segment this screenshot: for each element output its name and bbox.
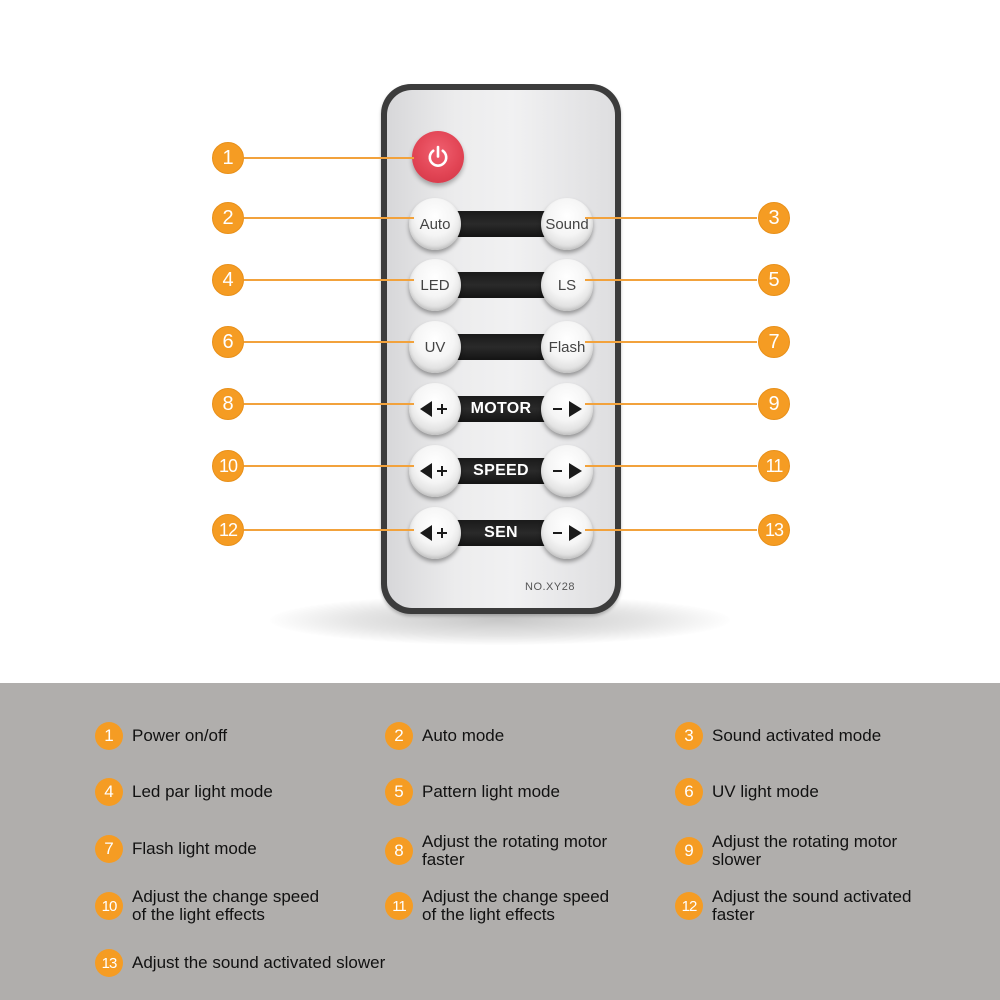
remote-control: Auto Sound LED LS UV Flash MOTOR <box>381 84 621 614</box>
legend-item-4: 4 Led par light mode <box>95 778 273 806</box>
speed-minus-button[interactable] <box>541 445 593 497</box>
sen-label: SEN <box>484 524 518 541</box>
callout-number-8: 8 <box>212 388 244 420</box>
callout-line-10 <box>244 465 414 467</box>
legend-item-13: 13 Adjust the sound activated slower <box>95 949 385 977</box>
power-icon <box>428 145 448 167</box>
callout-line-4 <box>244 279 414 281</box>
bar-row-auto-sound <box>446 211 556 237</box>
minus-right-arrow-icon <box>553 401 582 417</box>
callout-number-10: 10 <box>212 450 244 482</box>
model-label: NO.XY28 <box>525 581 575 593</box>
callout-line-9 <box>585 403 757 405</box>
callout-line-12 <box>244 529 414 531</box>
legend-number-9: 9 <box>675 837 703 865</box>
callout-number-9: 9 <box>758 388 790 420</box>
sound-button[interactable]: Sound <box>541 198 593 250</box>
callout-number-5: 5 <box>758 264 790 296</box>
callout-line-6 <box>244 341 414 343</box>
legend-item-6: 6 UV light mode <box>675 778 819 806</box>
callout-line-8 <box>244 403 414 405</box>
legend-number-13: 13 <box>95 949 123 977</box>
callout-number-3: 3 <box>758 202 790 234</box>
auto-button[interactable]: Auto <box>409 198 461 250</box>
legend-text-6: UV light mode <box>712 782 819 801</box>
legend-panel: 1 Power on/off 2 Auto mode 3 Sound activ… <box>0 683 1000 1000</box>
legend-text-7: Flash light mode <box>132 839 257 858</box>
power-button[interactable] <box>412 131 464 183</box>
flash-button[interactable]: Flash <box>541 321 593 373</box>
callout-number-7: 7 <box>758 326 790 358</box>
callout-number-6: 6 <box>212 326 244 358</box>
motor-plus-button[interactable] <box>409 383 461 435</box>
callout-line-5 <box>585 279 757 281</box>
left-arrow-plus-icon <box>420 401 447 417</box>
legend-number-2: 2 <box>385 722 413 750</box>
callout-line-2 <box>244 217 414 219</box>
legend-text-10: Adjust the change speed of the light eff… <box>132 887 320 924</box>
left-arrow-plus-icon <box>420 525 447 541</box>
legend-text-8: Adjust the rotating motor faster <box>422 832 608 869</box>
left-arrow-plus-icon <box>420 463 447 479</box>
legend-number-1: 1 <box>95 722 123 750</box>
legend-text-11: Adjust the change speed of the light eff… <box>422 887 610 924</box>
legend-number-6: 6 <box>675 778 703 806</box>
legend-item-2: 2 Auto mode <box>385 722 504 750</box>
legend-number-10: 10 <box>95 892 123 920</box>
callout-number-4: 4 <box>212 264 244 296</box>
legend-text-13: Adjust the sound activated slower <box>132 953 386 972</box>
callout-line-7 <box>585 341 757 343</box>
speed-bar: SPEED <box>446 458 556 484</box>
callout-number-11: 11 <box>758 450 790 482</box>
sen-bar: SEN <box>446 520 556 546</box>
uv-button[interactable]: UV <box>409 321 461 373</box>
legend-item-7: 7 Flash light mode <box>95 835 257 863</box>
bar-row-led-ls <box>446 272 556 298</box>
legend-number-4: 4 <box>95 778 123 806</box>
speed-plus-button[interactable] <box>409 445 461 497</box>
sen-minus-button[interactable] <box>541 507 593 559</box>
legend-number-12: 12 <box>675 892 703 920</box>
legend-item-1: 1 Power on/off <box>95 722 227 750</box>
legend-text-1: Power on/off <box>132 726 228 745</box>
legend-text-4: Led par light mode <box>132 782 273 801</box>
legend-number-3: 3 <box>675 722 703 750</box>
legend-text-5: Pattern light mode <box>422 782 560 801</box>
minus-right-arrow-icon <box>553 525 582 541</box>
legend-number-5: 5 <box>385 778 413 806</box>
legend-item-11: 11 Adjust the change speed of the light … <box>385 888 609 924</box>
legend-item-12: 12 Adjust the sound activated faster <box>675 888 911 924</box>
legend-text-2: Auto mode <box>422 726 505 745</box>
motor-label: MOTOR <box>470 400 532 417</box>
legend-text-9: Adjust the rotating motor slower <box>712 832 898 869</box>
led-button[interactable]: LED <box>409 259 461 311</box>
legend-item-8: 8 Adjust the rotating motor faster <box>385 833 607 869</box>
ls-button[interactable]: LS <box>541 259 593 311</box>
speed-label: SPEED <box>473 462 529 479</box>
callout-line-13 <box>585 529 757 531</box>
legend-number-7: 7 <box>95 835 123 863</box>
remote-face: Auto Sound LED LS UV Flash MOTOR <box>387 90 615 608</box>
callout-number-13: 13 <box>758 514 790 546</box>
legend-item-9: 9 Adjust the rotating motor slower <box>675 833 897 869</box>
callout-line-11 <box>585 465 757 467</box>
legend-item-3: 3 Sound activated mode <box>675 722 881 750</box>
legend-number-11: 11 <box>385 892 413 920</box>
callout-line-1 <box>244 157 414 159</box>
minus-right-arrow-icon <box>553 463 582 479</box>
motor-minus-button[interactable] <box>541 383 593 435</box>
motor-bar: MOTOR <box>446 396 556 422</box>
legend-text-12: Adjust the sound activated faster <box>712 887 912 924</box>
callout-number-2: 2 <box>212 202 244 234</box>
callout-number-12: 12 <box>212 514 244 546</box>
legend-number-8: 8 <box>385 837 413 865</box>
sen-plus-button[interactable] <box>409 507 461 559</box>
bar-row-uv-flash <box>446 334 556 360</box>
legend-text-3: Sound activated mode <box>712 726 882 745</box>
callout-line-3 <box>585 217 757 219</box>
callout-number-1: 1 <box>212 142 244 174</box>
legend-item-10: 10 Adjust the change speed of the light … <box>95 888 319 924</box>
legend-item-5: 5 Pattern light mode <box>385 778 560 806</box>
product-diagram: Auto Sound LED LS UV Flash MOTOR <box>212 84 790 645</box>
